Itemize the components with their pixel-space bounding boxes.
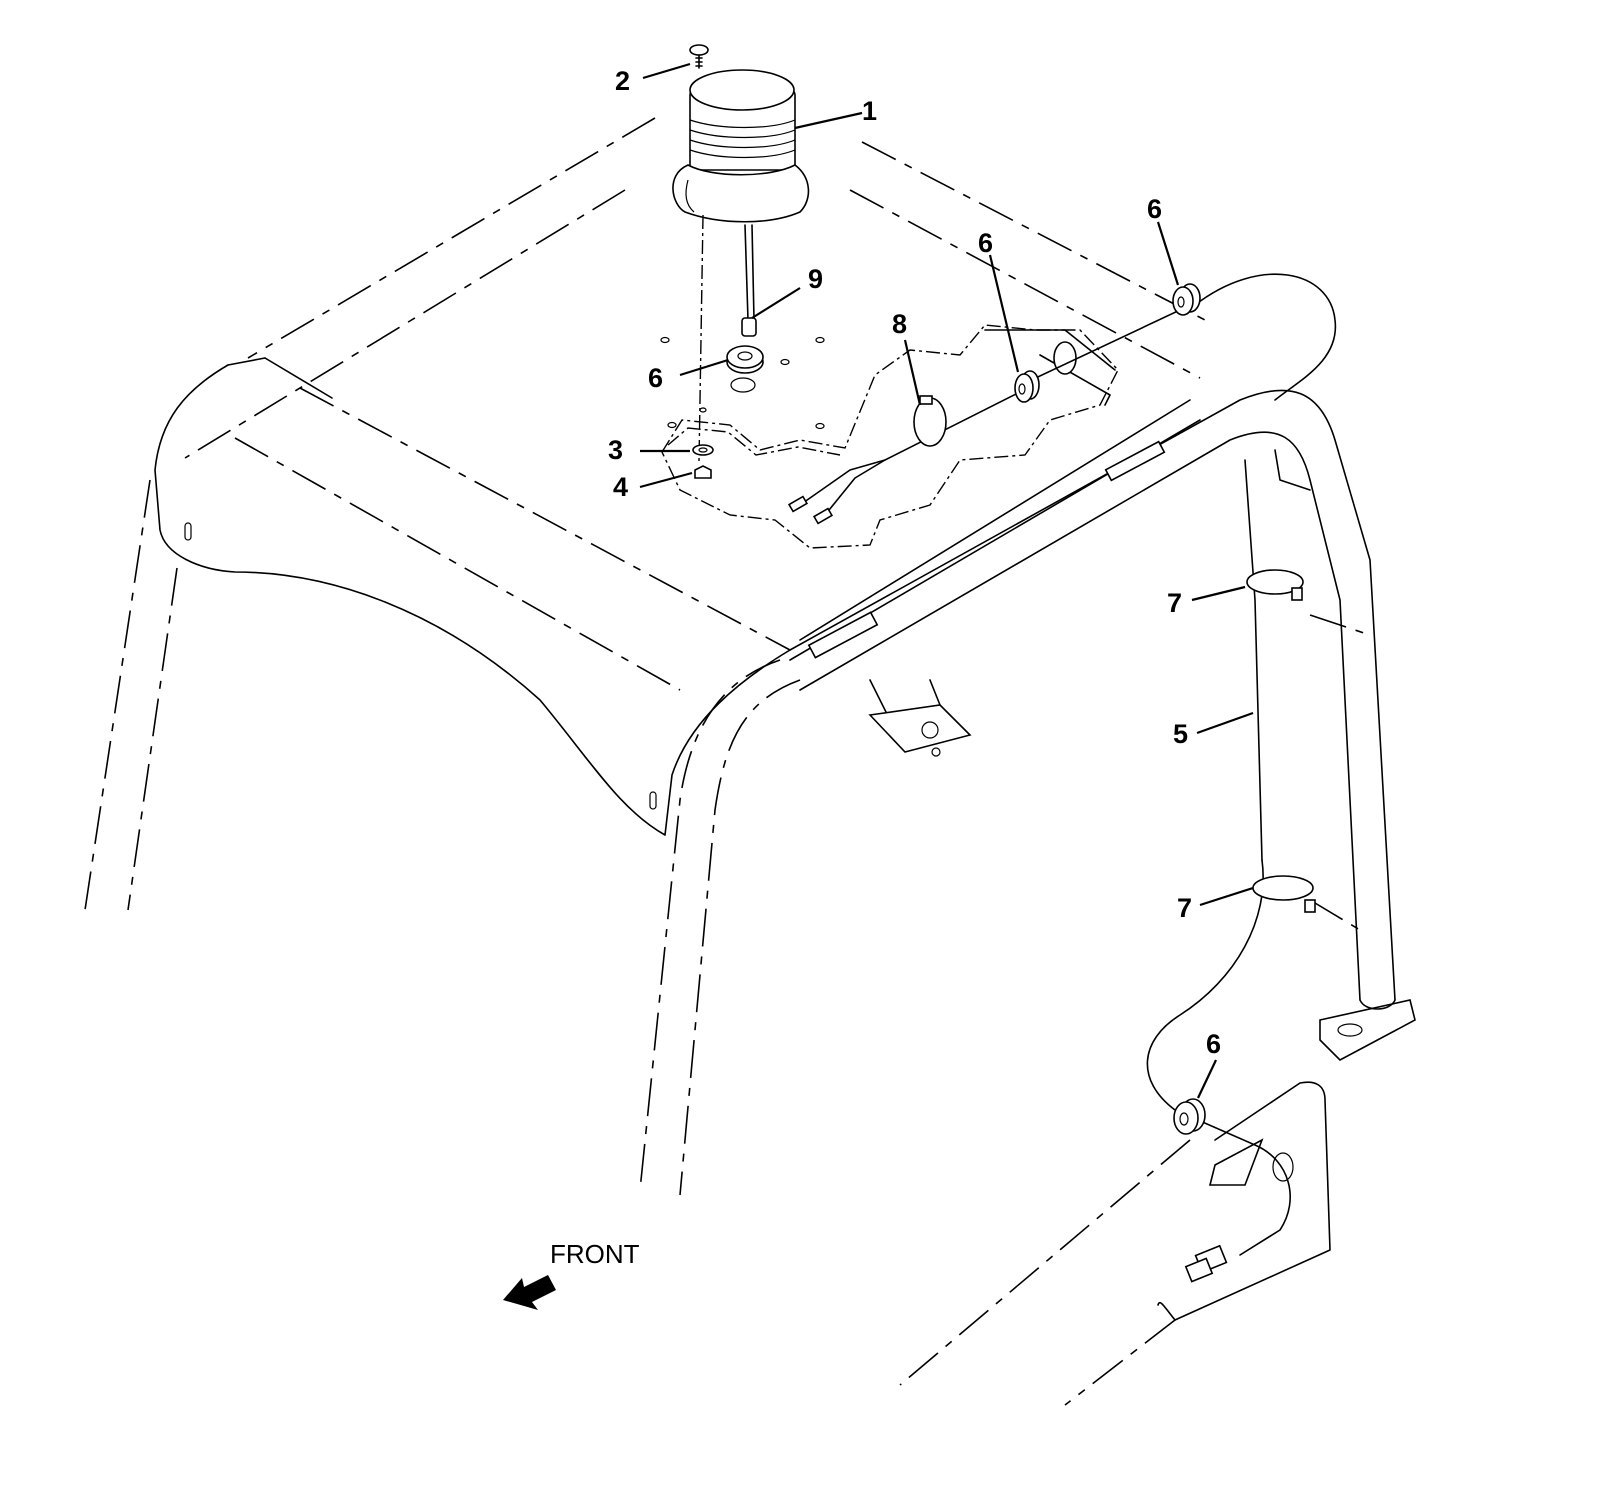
cable-clamp-icon bbox=[1246, 569, 1304, 601]
callout-6b: 6 bbox=[978, 228, 993, 258]
callout-2: 2 bbox=[615, 66, 630, 96]
front-label: FRONT bbox=[550, 1239, 640, 1269]
bolt-hole-icon bbox=[1337, 1023, 1363, 1037]
cable-clamp-icon bbox=[1252, 875, 1316, 913]
grommet-icon bbox=[1172, 283, 1201, 316]
callout-1: 1 bbox=[862, 96, 877, 126]
rops-frame bbox=[639, 389, 1416, 1196]
callout-9: 9 bbox=[808, 264, 823, 294]
grommet-icon bbox=[1173, 1098, 1206, 1135]
beacon-light bbox=[660, 44, 825, 479]
screw-icon bbox=[689, 44, 709, 69]
front-arrow-icon bbox=[503, 1275, 556, 1310]
callout-7a: 7 bbox=[1167, 588, 1182, 618]
nut-icon bbox=[694, 465, 712, 479]
harness-connector-icon bbox=[1184, 1244, 1228, 1283]
callout-6a: 6 bbox=[648, 363, 663, 393]
slot-icon bbox=[649, 791, 657, 810]
callout-8: 8 bbox=[892, 309, 907, 339]
washer-icon bbox=[692, 444, 714, 456]
hinge-bracket-icon bbox=[807, 611, 879, 659]
grommet-icon bbox=[1014, 370, 1040, 403]
callout-3: 3 bbox=[608, 435, 623, 465]
cable-clamp-icon bbox=[913, 395, 947, 447]
slot-icon bbox=[184, 522, 192, 541]
callout-5: 5 bbox=[1173, 719, 1188, 749]
front-direction-indicator: FRONT bbox=[503, 1239, 640, 1310]
callout-4: 4 bbox=[613, 472, 628, 502]
callout-7b: 7 bbox=[1177, 893, 1192, 923]
leader-lines bbox=[639, 62, 1254, 1099]
callout-6d: 6 bbox=[1206, 1029, 1221, 1059]
wire-harness bbox=[1146, 273, 1337, 1283]
rear-panel bbox=[899, 1081, 1331, 1406]
hinge-bracket-icon bbox=[1104, 440, 1166, 482]
cutaway-section bbox=[661, 283, 1316, 1135]
grommet-icon bbox=[726, 345, 764, 393]
callout-6c: 6 bbox=[1147, 194, 1162, 224]
bolt-head-icon bbox=[921, 721, 939, 739]
roof-outline bbox=[84, 117, 1206, 911]
callouts: 2 1 9 6 3 4 8 6 6 7 5 7 6 bbox=[608, 66, 1221, 1059]
